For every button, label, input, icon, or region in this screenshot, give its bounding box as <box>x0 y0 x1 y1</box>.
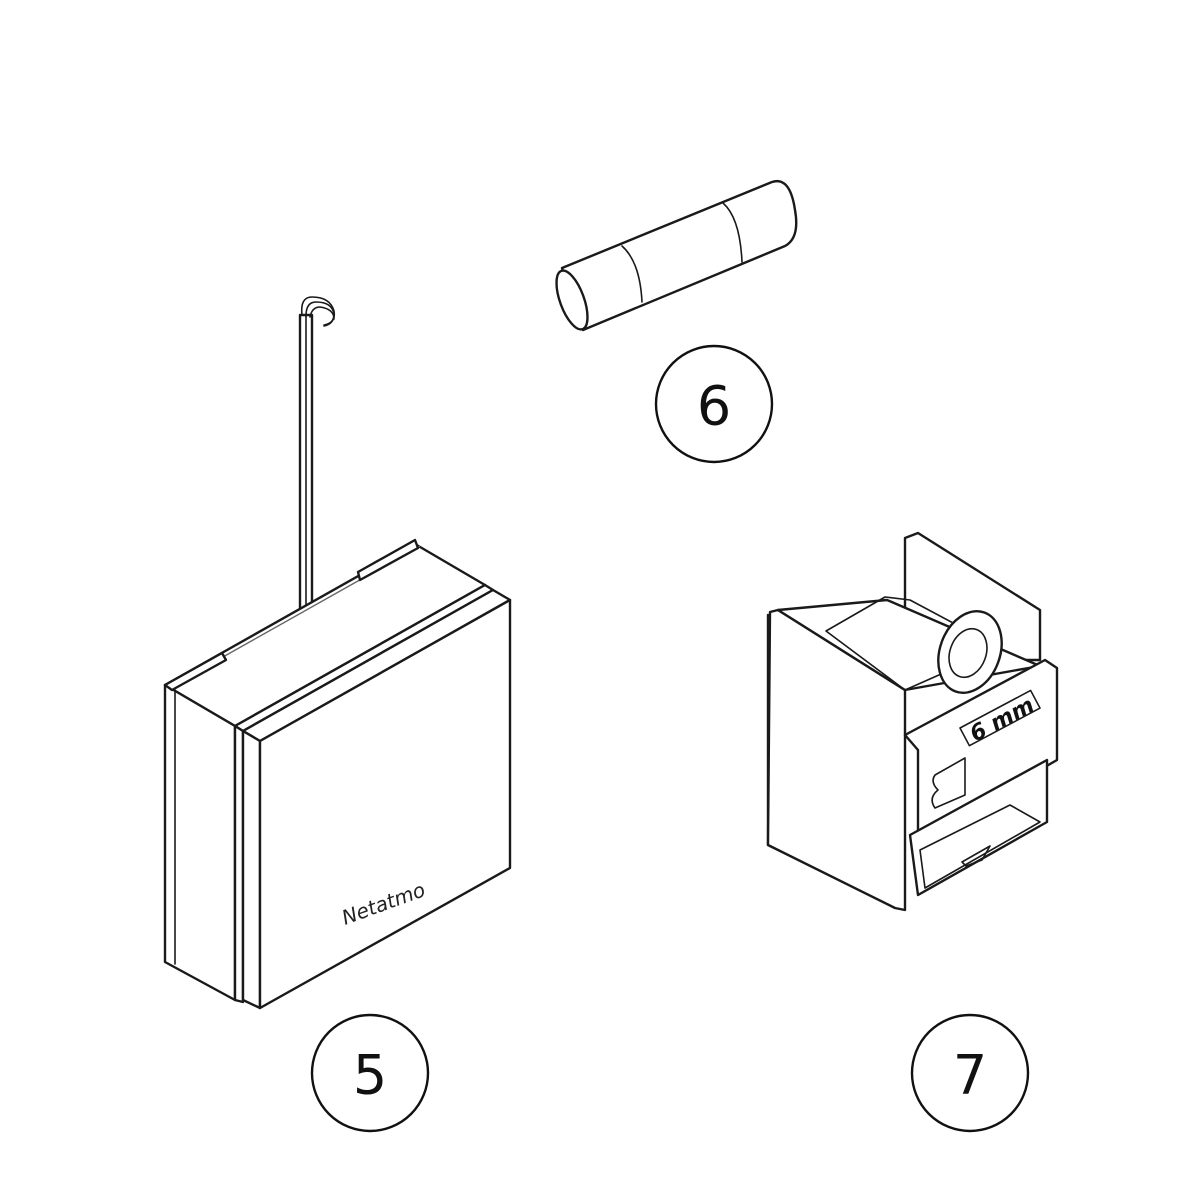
callout-5: 5 <box>310 1013 430 1133</box>
module-front-cover <box>258 598 512 1010</box>
callout-6: 6 <box>654 344 774 464</box>
cover-left-edge <box>241 729 262 1010</box>
fuse-drawing <box>555 179 798 332</box>
terminal-block-drawing: 6 mm <box>766 531 1059 912</box>
size-label-plate <box>903 658 1059 842</box>
antenna-wire <box>295 296 336 629</box>
module-drawing: Netatmo <box>163 296 512 1010</box>
svg-text:6: 6 <box>697 375 731 438</box>
callout-7: 7 <box>910 1013 1030 1133</box>
svg-text:7: 7 <box>953 1044 987 1107</box>
svg-text:5: 5 <box>353 1044 387 1107</box>
